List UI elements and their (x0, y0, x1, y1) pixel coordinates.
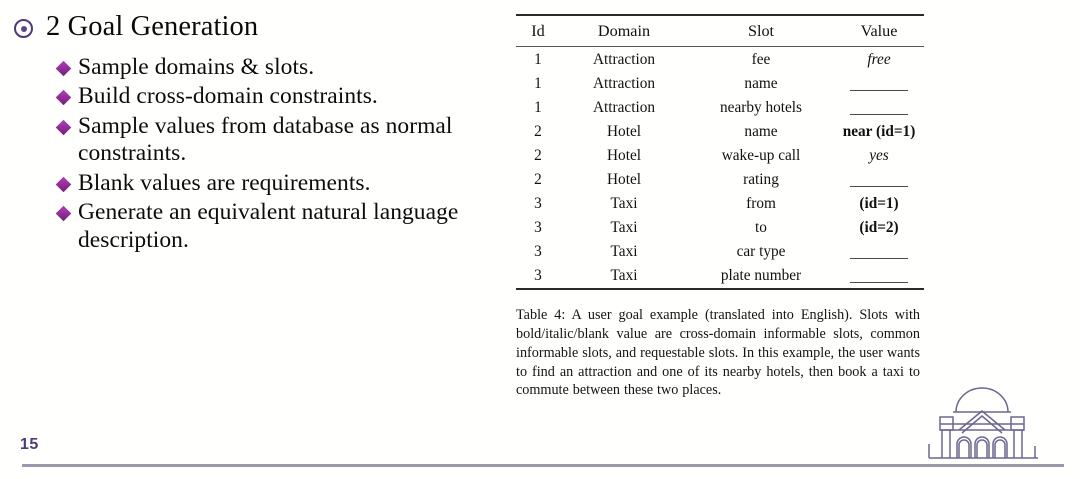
cell-value: free (834, 47, 924, 72)
cell-id: 3 (534, 243, 542, 261)
cell-value: (id=1) (834, 192, 924, 216)
cell-domain: Taxi (610, 195, 638, 213)
diamond-bullet-icon (55, 60, 72, 77)
cell-id: 3 (534, 219, 542, 237)
diamond-bullet-icon (55, 119, 72, 136)
cell-id: 3 (534, 195, 542, 213)
slide-content-right: Id Domain Slot Value 1 Attraction fee fr… (516, 14, 924, 400)
column-header-slot: Slot (688, 15, 834, 48)
value-text: (id=2) (859, 219, 899, 237)
university-auditorium-logo-icon (926, 384, 1038, 468)
table-row: 3 Taxi plate number (516, 264, 924, 289)
list-item: Sample values from database as normal co… (55, 112, 508, 168)
cell-id: 1 (534, 50, 542, 68)
list-item-label: Sample values from database as normal co… (78, 112, 453, 167)
blank-value-rule (850, 282, 908, 284)
list-item-label: Blank values are requirements. (78, 169, 371, 196)
cell-value (834, 95, 924, 119)
list-item: Build cross-domain constraints. (55, 83, 508, 110)
list-item-label: Generate an equivalent natural language … (78, 199, 459, 253)
cell-slot: rating (743, 170, 779, 188)
cell-value (834, 168, 924, 192)
list-item: Sample domains & slots. (55, 54, 508, 81)
cell-id: 2 (534, 170, 542, 188)
diamond-bullet-icon (55, 176, 72, 193)
table-row: 3 Taxi car type (516, 240, 924, 264)
cell-value: (id=2) (834, 216, 924, 240)
cell-domain: Taxi (610, 219, 638, 237)
cell-domain: Hotel (607, 170, 641, 188)
cell-slot: car type (736, 243, 786, 261)
list-item-label: Build cross-domain constraints. (78, 83, 378, 110)
cell-id: 1 (534, 74, 542, 92)
cell-slot: from (746, 195, 776, 213)
cell-slot: plate number (720, 267, 802, 285)
title-bullet-icon (14, 19, 33, 39)
blank-value-rule (850, 113, 908, 115)
column-header-domain: Domain (560, 15, 688, 48)
blank-value-rule (850, 89, 908, 91)
blank-value-rule (850, 258, 908, 260)
cell-domain: Attraction (592, 50, 656, 68)
table-row: 1 Attraction nearby hotels (516, 95, 924, 119)
cell-domain: Attraction (592, 74, 656, 92)
cell-slot: wake-up call (721, 146, 801, 164)
table-row: 3 Taxi from (id=1) (516, 192, 924, 216)
cell-value (834, 240, 924, 264)
cell-slot: name (744, 122, 778, 140)
cell-value: yes (834, 144, 924, 168)
cell-slot: fee (751, 50, 771, 68)
user-goal-table: Id Domain Slot Value 1 Attraction fee fr… (516, 14, 924, 290)
page-number: 15 (20, 436, 39, 453)
cell-id: 2 (534, 146, 542, 164)
blank-value-rule (850, 185, 908, 187)
cell-id: 3 (534, 267, 542, 285)
diamond-bullet-icon (55, 206, 72, 222)
cell-slot: name (744, 74, 778, 92)
cell-value: near (id=1) (834, 119, 924, 143)
table-row: 1 Attraction fee free (516, 47, 924, 72)
cell-domain: Hotel (607, 146, 641, 164)
cell-slot: nearby hotels (720, 98, 802, 116)
cell-value (834, 264, 924, 289)
cell-value (834, 71, 924, 95)
value-text: yes (869, 146, 889, 164)
table-row: 3 Taxi to (id=2) (516, 216, 924, 240)
cell-id: 1 (534, 98, 542, 116)
table-body: 1 Attraction fee free 1 Attraction name … (516, 47, 924, 289)
table-row: 2 Hotel name near (id=1) (516, 119, 924, 143)
table-header: Id Domain Slot Value (516, 15, 924, 48)
list-item: Blank values are requirements. (55, 169, 508, 197)
table-row: 1 Attraction name (516, 71, 924, 95)
value-text: free (867, 50, 891, 68)
cell-domain: Hotel (607, 122, 641, 140)
column-header-id: Id (516, 15, 560, 48)
value-text: near (id=1) (842, 122, 916, 140)
value-text: (id=1) (859, 195, 899, 213)
list-item: Generate an equivalent natural language … (55, 199, 508, 254)
diamond-bullet-icon (55, 90, 72, 106)
slide-title-row: 2 Goal Generation (14, 11, 259, 43)
cell-id: 2 (534, 122, 542, 140)
table-row: 2 Hotel rating (516, 168, 924, 192)
cell-domain: Taxi (610, 243, 638, 261)
table-header-row: Id Domain Slot Value (516, 15, 924, 48)
cell-domain: Taxi (610, 267, 638, 285)
slide-content-left: 2 Goal Generation Sample domains & slots… (0, 0, 512, 430)
column-header-value: Value (834, 15, 924, 48)
bullet-list: Sample domains & slots. Build cross-doma… (55, 54, 508, 256)
list-item-label: Sample domains & slots. (78, 54, 315, 80)
table-row: 2 Hotel wake-up call yes (516, 144, 924, 168)
footer-divider (22, 464, 1064, 467)
cell-domain: Attraction (592, 98, 656, 116)
table-caption: Table 4: A user goal example (translated… (516, 306, 920, 399)
page-title: 2 Goal Generation (46, 11, 259, 42)
cell-slot: to (755, 219, 767, 237)
